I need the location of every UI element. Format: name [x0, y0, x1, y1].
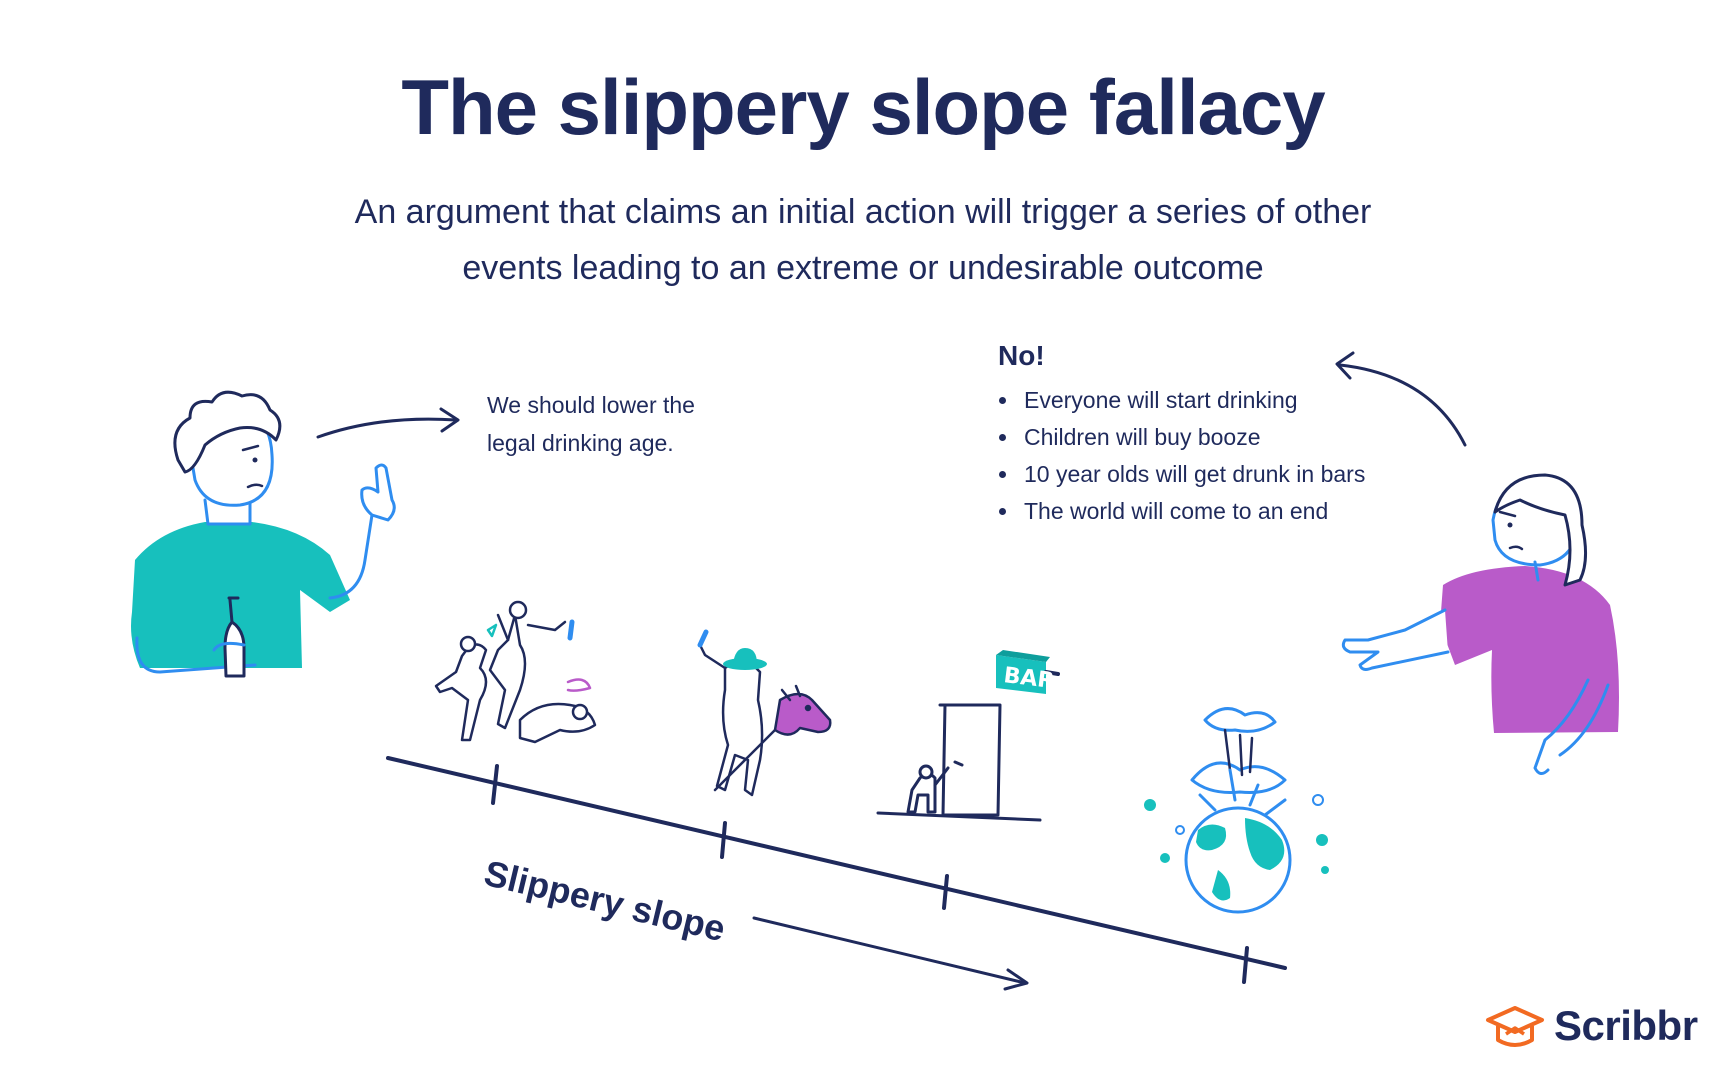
- subtitle-line-1: An argument that claims an initial actio…: [354, 193, 1372, 231]
- child-at-bar-door: [876, 650, 1060, 822]
- speech-left: We should lower the legal drinking age.: [487, 386, 787, 462]
- subtitle-line-2: events leading to an extreme or undesira…: [462, 249, 1264, 287]
- consequence-item: Children will buy booze: [1020, 419, 1418, 456]
- man-with-bottle: [131, 390, 396, 678]
- arrow-right-speech: [1335, 351, 1467, 447]
- exploding-earth: [1144, 707, 1329, 914]
- scribbr-logo: Scribbr: [1484, 1000, 1704, 1056]
- page-title: The slippery slope fallacy: [401, 63, 1325, 151]
- logo-text: Scribbr: [1554, 1002, 1698, 1049]
- consequence-item: Everyone will start drinking: [1020, 382, 1418, 419]
- slope-tick: [1242, 946, 1249, 984]
- subtitle: An argument that claims an initial actio…: [260, 184, 1466, 296]
- slope-line: [386, 756, 1287, 984]
- speech-right-heading: No!: [998, 340, 1045, 371]
- consequence-list: Everyone will start drinking Children wi…: [998, 382, 1418, 530]
- cowboy-on-hobby-horse: [697, 629, 832, 797]
- arrow-slope-direction: [752, 916, 1029, 991]
- bar-sign-text: BAR: [1002, 663, 1055, 694]
- partying-people: [434, 600, 597, 744]
- slope-tick: [491, 764, 499, 805]
- speech-left-line-2: legal drinking age.: [487, 430, 674, 456]
- speech-right: No! Everyone will start drinking Childre…: [998, 340, 1418, 530]
- woman-pointing: [1341, 473, 1619, 775]
- slope-tick: [942, 874, 949, 910]
- consequence-item: The world will come to an end: [1020, 493, 1418, 530]
- arrow-left-speech: [316, 407, 460, 439]
- consequence-item: 10 year olds will get drunk in bars: [1020, 456, 1418, 493]
- bar-sign: [996, 650, 1060, 694]
- speech-left-line-1: We should lower the: [487, 392, 695, 418]
- scribbr-logo-icon: [1486, 1006, 1544, 1047]
- slope-tick: [720, 821, 727, 859]
